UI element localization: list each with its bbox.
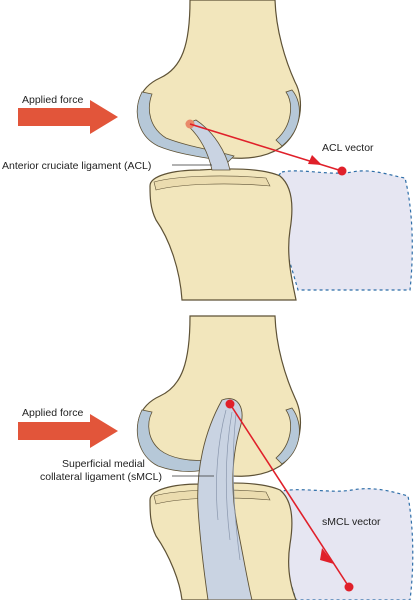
bottom-panel: Applied force Superficial medial collate… (18, 315, 414, 600)
smcl-vector-label: sMCL vector (322, 516, 381, 528)
femoral-cartilage (136, 91, 235, 163)
tibial-plateau (153, 175, 271, 191)
smcl-vector-arrowhead (320, 548, 334, 564)
smcl-fiber-lines (216, 409, 241, 561)
femoral-cartilage-right (275, 89, 300, 147)
top-panel: Applied force Anterior cruciate ligament… (2, 0, 413, 301)
smcl-label-line2: collateral ligament (sMCL) (40, 471, 162, 483)
femoral-cartilage-right-bottom (275, 407, 300, 465)
applied-force-label-bottom: Applied force (22, 407, 83, 419)
acl-label: Anterior cruciate ligament (ACL) (2, 160, 151, 172)
applied-force-arrow-bottom (18, 414, 118, 448)
acl-vector-arrowhead (308, 155, 322, 165)
smcl-vector-endpoint (344, 582, 354, 592)
acl-vector-endpoint (337, 166, 347, 176)
femur (137, 0, 302, 159)
smcl-vector-line (229, 403, 350, 588)
applied-force-arrow-top (18, 100, 118, 134)
smcl-label-line1: Superficial medial (62, 458, 145, 470)
tibia (149, 168, 297, 301)
acl-vector-label: ACL vector (322, 142, 374, 154)
tibia-reference-region (271, 170, 413, 291)
applied-force-label-top: Applied force (22, 94, 83, 106)
